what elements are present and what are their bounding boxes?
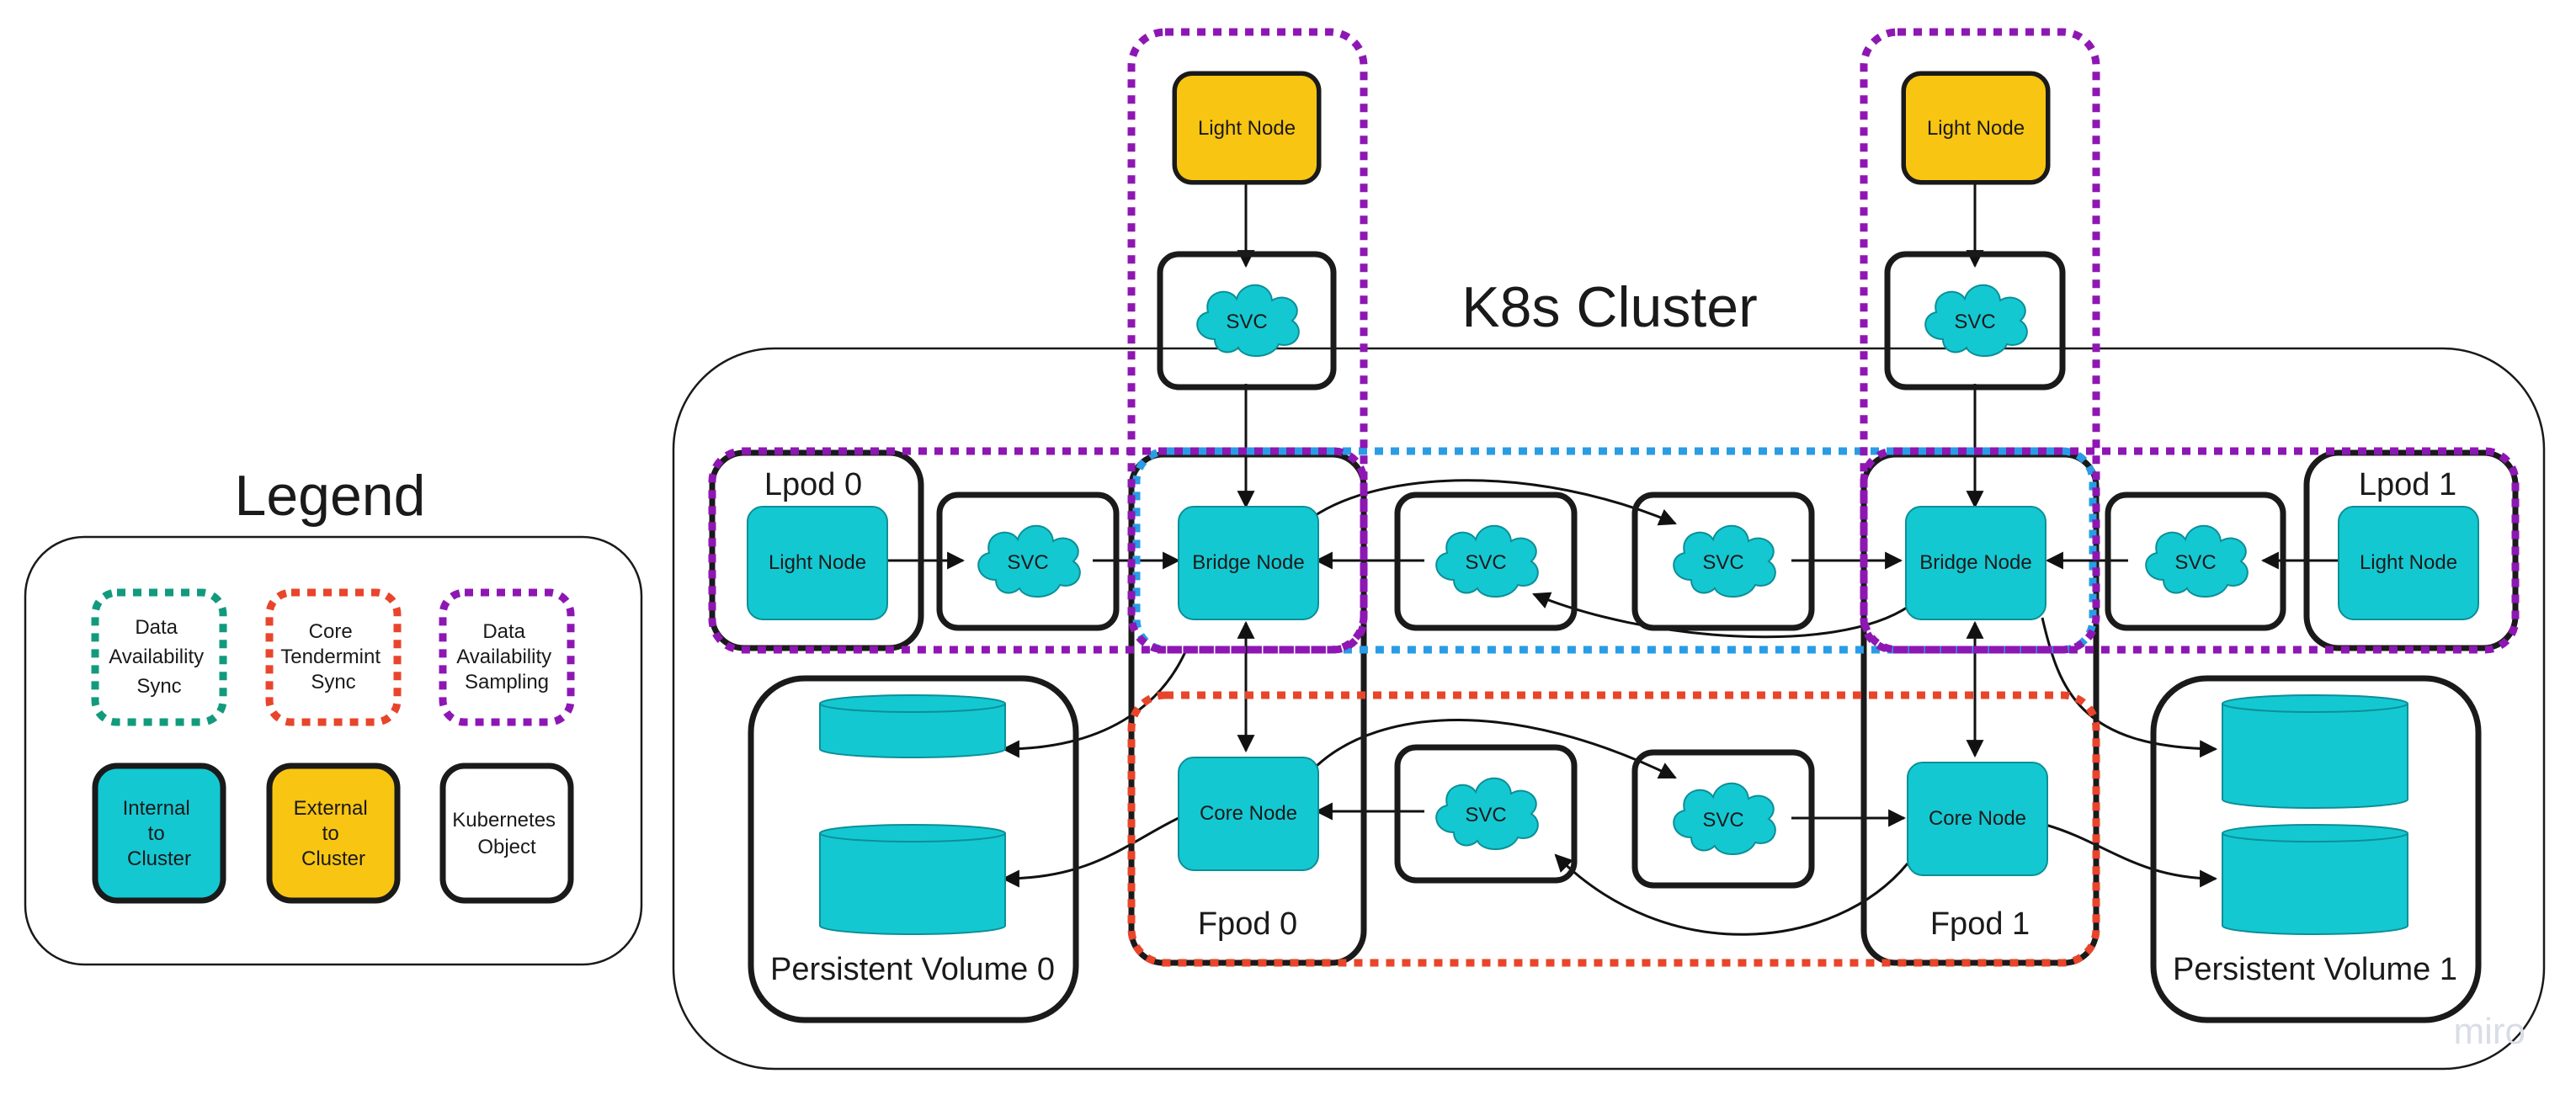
svc-bridge-0-frame [1394, 492, 1578, 631]
sampling-region-lpod1 [1860, 447, 2520, 654]
core-node-0-label: Core Node [1200, 802, 1297, 825]
k8s-cluster-title: K8s Cluster [1461, 275, 1757, 339]
bridge-node-0 [1178, 506, 1319, 620]
lpod1-light-node [2338, 506, 2479, 620]
core-tendermint-sync-region [1127, 691, 2100, 967]
pv1-frame [2150, 675, 2482, 1023]
svc-core-0-frame [1394, 744, 1578, 884]
data-availability-region-blue [1132, 447, 2097, 654]
pv1-disk-bottom-icon [2222, 824, 2408, 935]
svc-lpod0-label: SVC [1007, 551, 1048, 574]
legend-swatch-core-tendermint-sync [265, 588, 402, 726]
miro-watermark: miro [2453, 1011, 2525, 1052]
svc-ext-0-label: SVC [1226, 311, 1267, 333]
legend-label-data-availability-sampling: Data Availability Sampling [456, 620, 557, 693]
fpod1-label: Fpod 1 [1930, 906, 2030, 942]
svc-bridge-1-label: SVC [1702, 551, 1743, 574]
pv0-disk-top-icon [819, 694, 1006, 758]
svc-ext-1-label: SVC [1954, 311, 1995, 333]
legend-label-internal: Internal to Cluster [123, 797, 196, 870]
bridge-node-0-label: Bridge Node [1192, 551, 1304, 574]
light-node-ext-0-label: Light Node [1198, 117, 1296, 140]
sampling-region-lpod0 [708, 447, 1368, 654]
legend-frame [24, 535, 643, 966]
legend-label-kubernetes-object: Kubernetes Object [452, 809, 561, 858]
light-node-ext-0 [1177, 76, 1317, 180]
core-node-1 [1907, 762, 2048, 876]
sampling-region-ext-0 [1127, 28, 1368, 654]
pv0-frame [748, 675, 1079, 1023]
legend-label-data-availability-sync: Data Availability Sync [109, 616, 210, 698]
lpod0-frame [709, 449, 924, 651]
svc-core-1-frame [1631, 749, 1815, 889]
legend-title: Legend [235, 464, 426, 528]
pv1-disk-top-icon [2222, 694, 2408, 809]
k8s-cluster: K8s Cluster [672, 275, 2546, 1071]
svc-lpod1-label: SVC [2174, 551, 2216, 574]
svc-bridge-1-frame [1631, 492, 1815, 631]
light-node-ext-1-frame [1901, 71, 2051, 185]
core-node-1-label: Core Node [1929, 807, 2026, 830]
legend: Legend Data Availability Sync Core Tende… [24, 464, 643, 966]
sampling-region-ext-1 [1860, 28, 2100, 654]
core-node-0 [1178, 757, 1319, 871]
nodes: Light Node Light Node SVC SVC SVC SVC SV… [747, 76, 2479, 935]
sync-regions [708, 28, 2520, 967]
light-node-ext-0-frame [1172, 71, 1322, 185]
lpod0-light-node-label: Light Node [769, 551, 866, 574]
legend-label-core-tendermint-sync: Core Tendermint Sync [280, 620, 386, 693]
svc-ext-1-frame [1884, 251, 2066, 391]
lpod1-label: Lpod 1 [2359, 467, 2456, 502]
svc-bridge-0-label: SVC [1465, 551, 1506, 574]
svc-core-0-label: SVC [1465, 804, 1506, 826]
fpod0-label: Fpod 0 [1198, 906, 1297, 942]
svc-core-1-label: SVC [1702, 809, 1743, 832]
legend-label-external: External to Cluster [294, 797, 374, 870]
pv1-label: Persistent Volume 1 [2173, 952, 2457, 987]
legend-swatch-data-availability-sync [91, 588, 227, 726]
svc-lpod1-frame [2105, 492, 2286, 631]
bridge-node-1-label: Bridge Node [1919, 551, 2031, 574]
light-node-ext-1-label: Light Node [1927, 117, 2025, 140]
legend-swatch-data-availability-sampling [439, 588, 575, 726]
lpod1-light-node-label: Light Node [2360, 551, 2457, 574]
svc-ext-0-frame [1157, 251, 1337, 391]
k8s-cluster-frame [672, 347, 2546, 1071]
legend-swatch-external [266, 763, 401, 904]
pv0-label: Persistent Volume 0 [770, 952, 1055, 987]
legend-swatch-kubernetes-object [439, 763, 574, 904]
lpod0-label: Lpod 0 [764, 467, 862, 502]
lpod0-light-node [747, 506, 888, 620]
bridge-node-1 [1905, 506, 2046, 620]
pv0-disk-bottom-icon [819, 824, 1006, 935]
light-node-ext-1 [1906, 76, 2046, 180]
legend-swatch-internal [92, 763, 226, 904]
svc-lpod0-frame [936, 492, 1120, 631]
